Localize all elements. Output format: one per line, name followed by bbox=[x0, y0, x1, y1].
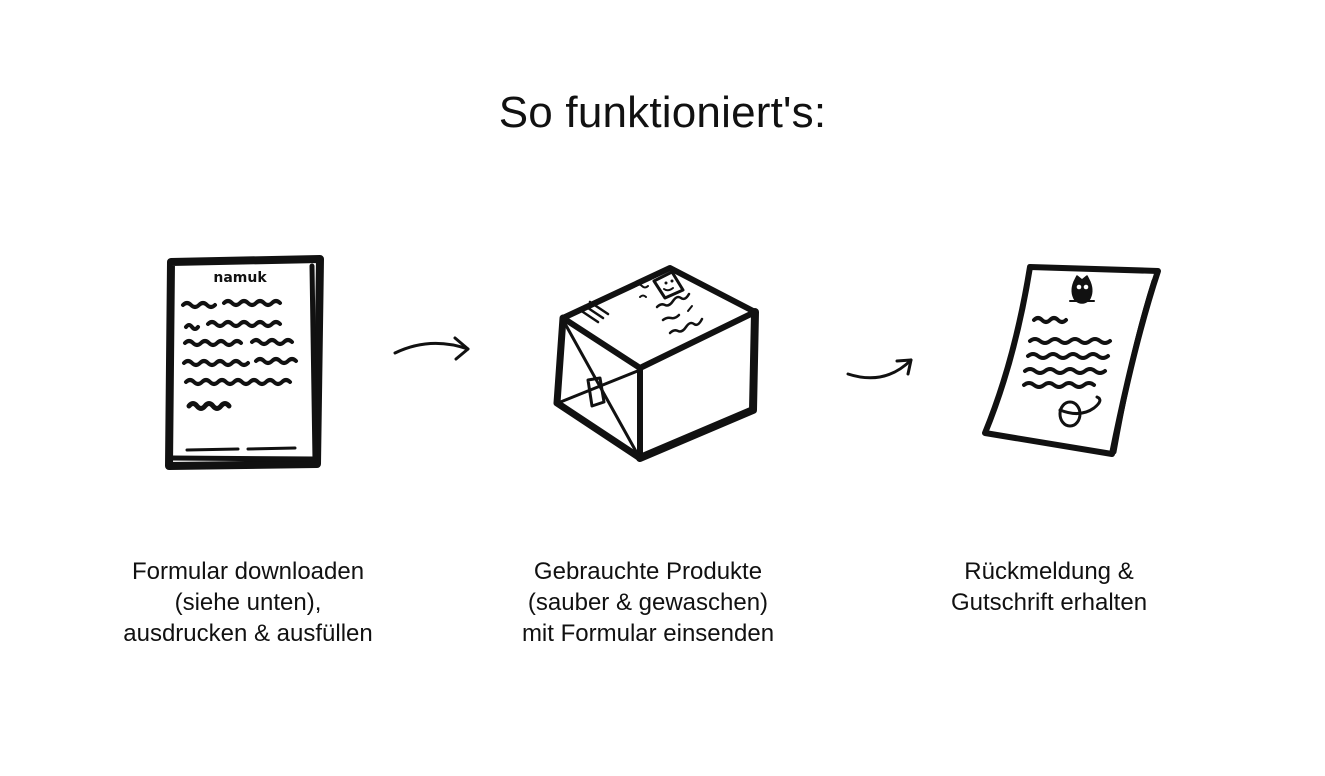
arrow-right-icon bbox=[393, 336, 470, 361]
step-2-caption: Gebrauchte Produkte (sauber & gewaschen)… bbox=[478, 556, 818, 649]
step-2-line-2: (sauber & gewaschen) bbox=[527, 589, 769, 616]
step-1-caption: Formular downloaden (siehe unten), ausdr… bbox=[78, 556, 418, 649]
step-2-line-1: Gebrauchte Produkte bbox=[533, 558, 763, 585]
step-2-line-3: mit Formular einsenden bbox=[521, 620, 775, 647]
credit-letter-icon bbox=[982, 264, 1161, 457]
form-brand-label: namuk bbox=[213, 270, 267, 286]
step-1-line-3: ausdrucken & ausfüllen bbox=[123, 620, 373, 647]
arrow-right-icon bbox=[846, 358, 913, 380]
step-3-line-1: Rückmeldung & bbox=[964, 558, 1134, 585]
parcel-box-icon bbox=[553, 265, 759, 462]
step-1-line-2: (siehe unten), bbox=[174, 589, 322, 616]
form-document-icon: namuk bbox=[165, 255, 324, 470]
step-1-line-1: Formular downloaden bbox=[131, 558, 365, 585]
step-3-caption: Rückmeldung & Gutschrift erhalten bbox=[879, 556, 1219, 618]
page-title: So funktioniert's: bbox=[498, 88, 827, 137]
step-3-line-2: Gutschrift erhalten bbox=[950, 589, 1148, 616]
